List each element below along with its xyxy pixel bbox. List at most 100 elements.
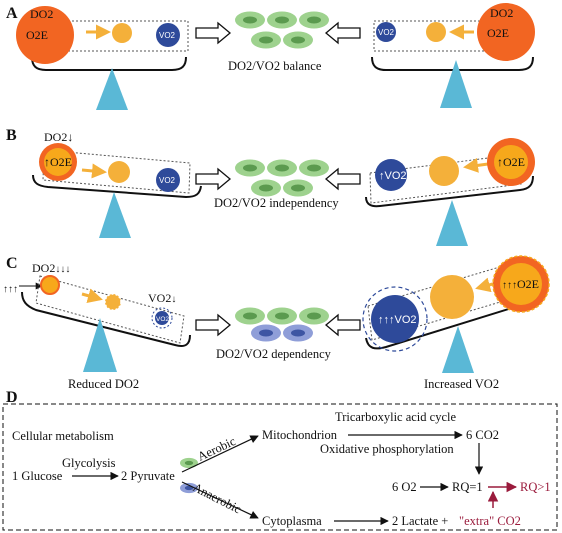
- caption-increased-vo2: Increased VO2: [424, 377, 499, 391]
- panel-d-letter: D: [6, 389, 18, 406]
- tca-label: Tricarboxylic acid cycle: [335, 410, 456, 424]
- cell: [299, 307, 329, 325]
- vessel-tube-left: [35, 275, 185, 344]
- caption-c: DO2/VO2 dependency: [216, 347, 332, 361]
- scale-pan-left: [21, 291, 191, 347]
- vo2-circle: [375, 159, 407, 191]
- fulcrum-cone-left: [83, 318, 117, 372]
- aerobic-cell-icon: [180, 457, 198, 469]
- panel-d: D Cellular metabolism Glycolysis 1 Gluco…: [2, 389, 558, 531]
- panel-c: C ↑↑↑ DO2↓↓↓ VO2↓ VO2 Reduced DO2 DO2/VO…: [3, 255, 550, 391]
- panel-b: B DO2↓ ↑O2E VO2 DO2/VO2 independency ↑VO…: [6, 127, 535, 246]
- flow-arrow-c-left: [81, 288, 103, 304]
- scale-pan-left: [31, 56, 187, 71]
- hollow-arrow-left-c: [324, 313, 361, 337]
- hollow-arrow-left-a: [324, 21, 361, 45]
- cell: [235, 11, 265, 29]
- mitochondrion-label: Mitochondrion: [262, 428, 338, 442]
- o2e-circle-left: [16, 6, 74, 64]
- glycolysis-label: Glycolysis: [62, 456, 116, 470]
- panel-c-letter: C: [6, 255, 18, 272]
- fulcrum-cone-right: [442, 326, 474, 373]
- o2e-label-b-right: ↑O2E: [497, 155, 525, 169]
- flow-arrow-b-right: [463, 157, 489, 173]
- cell: [251, 31, 281, 49]
- vo2-label-b-left: VO2: [159, 176, 176, 185]
- vo2-circle: [156, 168, 180, 192]
- vo2-outline: [151, 307, 173, 329]
- cell: [235, 159, 265, 177]
- cell: [267, 159, 297, 177]
- o2e-core: [44, 148, 72, 176]
- vo2-label-c-small: VO2: [156, 316, 169, 323]
- o2e-label-a-right: O2E: [487, 26, 509, 40]
- cell: [235, 307, 265, 325]
- vo2-label-a-left: VO2: [159, 31, 176, 40]
- o2e-label-c-right: ↑↑↑O2E: [502, 277, 539, 291]
- oxphos-label: Oxidative phosphorylation: [320, 442, 454, 456]
- o2e-circle-right: [477, 3, 535, 61]
- pyruvate-label: 2 Pyruvate: [121, 469, 175, 483]
- vo2-circle: [156, 23, 180, 47]
- vo2-circle: [376, 22, 396, 42]
- hypoxic-cell: [283, 324, 313, 342]
- hollow-arrow-right-c: [195, 313, 232, 337]
- hypoxic-cell: [251, 324, 281, 342]
- cell: [283, 179, 313, 197]
- do2-label-c: DO2↓↓↓: [32, 261, 70, 275]
- metabolism-box: [2, 403, 558, 531]
- fulcrum-cone-right: [440, 60, 472, 108]
- hollow-arrow-right-a: [195, 21, 232, 45]
- do2-label-b: DO2↓: [44, 130, 73, 144]
- vo2-label-a-right: VO2: [378, 28, 395, 37]
- o2e-core: [494, 145, 528, 179]
- caption-reduced-do2: Reduced DO2: [68, 377, 139, 391]
- arrow-aerobic: [181, 435, 259, 473]
- vo2-circle: [371, 295, 419, 343]
- panel-b-letter: B: [6, 127, 17, 144]
- cell: [299, 159, 329, 177]
- extra-co2-label: "extra" CO2: [459, 514, 521, 528]
- vo2-label-c-left: VO2↓: [148, 291, 176, 305]
- o2-molecule: [429, 156, 459, 186]
- aerobic-label: Aerobic: [195, 434, 238, 464]
- vo2-outline: [362, 286, 428, 352]
- o2-molecule: [430, 275, 474, 319]
- scale-pan-right: [371, 56, 534, 71]
- hollow-arrow-right-b: [195, 167, 232, 191]
- cell: [267, 11, 297, 29]
- vo2-label-c-right: ↑↑↑VO2: [378, 314, 417, 326]
- scale-pan-right: [365, 175, 534, 208]
- o2e-circle-left: [40, 275, 60, 295]
- cell: [251, 179, 281, 197]
- anaerobic-label: Anaerobic: [191, 480, 244, 516]
- rq-equal-one: RQ=1: [452, 480, 483, 494]
- scale-pan-left: [32, 174, 202, 199]
- glucose-label: 1 Glucose: [12, 469, 63, 483]
- cytoplasma-label: Cytoplasma: [262, 514, 322, 528]
- o2-molecule: [112, 23, 132, 43]
- o2-label: 6 O2: [392, 480, 417, 494]
- caption-b: DO2/VO2 independency: [214, 196, 339, 210]
- o2e-core: [500, 263, 542, 305]
- vo2-label-b-right: ↑VO2: [379, 170, 407, 182]
- cellular-metabolism-label: Cellular metabolism: [12, 429, 114, 443]
- rq-greater-one: RQ>1: [520, 480, 551, 494]
- vessel-tube-right: [367, 257, 535, 341]
- fulcrum-cone-right: [436, 200, 468, 246]
- vessel-tube-right: [373, 20, 515, 52]
- o2e-label-a-left: O2E: [26, 28, 48, 42]
- hollow-arrow-left-b: [324, 167, 361, 191]
- o2-molecule: [104, 293, 122, 311]
- flow-arrow-b-left: [81, 163, 107, 179]
- caption-a: DO2/VO2 balance: [228, 59, 322, 73]
- o2e-label-b-left: ↑O2E: [44, 155, 72, 169]
- do2-label-a-right: DO2: [490, 6, 513, 20]
- panel-a: A DO2 O2E VO2 DO2/VO2 balance VO2 DO2 O2…: [6, 3, 535, 110]
- lactate-label: 2 Lactate +: [392, 514, 448, 528]
- cell: [283, 31, 313, 49]
- o2-molecule: [426, 22, 446, 42]
- cell: [299, 11, 329, 29]
- cell: [267, 307, 297, 325]
